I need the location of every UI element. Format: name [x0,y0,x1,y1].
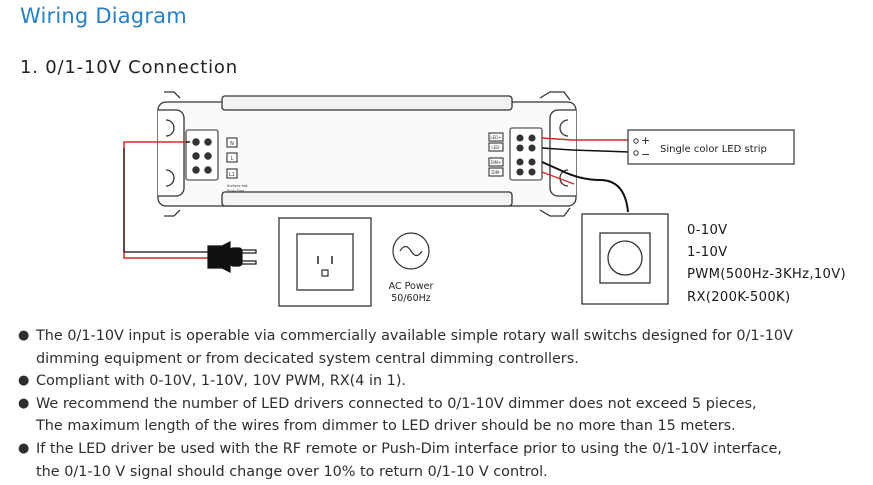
note-line: dimming equipment or from decicated syst… [36,350,579,367]
led-strip-plus: + [641,134,650,147]
note-line: The 0/1-10V input is operable via commer… [36,328,793,344]
signal-type-item: 0-10V [687,223,728,238]
terminal-label-led-plus: LED+ [490,135,501,140]
led-strip-box [627,129,795,165]
right-terminal-block [488,127,543,181]
page-title: Wiring Diagram [20,4,187,28]
note-item: ● The 0/1-10V input is operable via comm… [18,325,858,370]
bullet-icon: ● [18,395,30,411]
signal-type-item: RX(200K-500K) [687,289,791,305]
ac-power-frequency: 50/60Hz [391,293,431,304]
dimmer-signal-types: 0-10V 1-10V PWM(500Hz-3KHz,10V) RX(200K-… [687,220,846,309]
wiring-diagram: N L L1 Surface hot Push-Dim LED+ LED- DI… [123,91,795,307]
note-line: If the LED driver be used with the RF re… [36,440,782,457]
led-output-wires [541,137,631,153]
led-strip-label: Single color LED strip [660,144,767,155]
led-driver [157,91,577,217]
terminal-label-dim-minus: DIM- [491,170,501,175]
note-item: ● Compliant with 0-10V, 1-10V, 10V PWM, … [18,370,858,393]
ac-power-symbol-icon [392,232,430,270]
note-item: ● We recommend the number of LED drivers… [18,393,858,438]
section-heading: 1. 0/1-10V Connection [20,57,238,78]
note-line: We recommend the number of LED drivers c… [36,395,757,412]
left-terminal-block [185,129,238,181]
led-strip-minus: − [641,148,650,161]
bullet-icon: ● [18,373,30,389]
signal-type-item: PWM(500Hz-3KHz,10V) [687,267,846,283]
ac-power-label: AC Power [389,281,434,292]
bullet-icon: ● [18,328,30,343]
bullet-icon: ● [18,440,30,456]
note-line: Compliant with 0-10V, 1-10V, 10V PWM, RX… [36,373,407,390]
note-line: The maximum length of the wires from dim… [36,418,736,435]
terminal-label-l1: L1 [229,172,235,178]
terminal-label-l: L [231,156,234,162]
wall-outlet-icon [278,217,372,307]
terminal-label-led-minus: LED- [491,145,501,150]
dimmer-wires [541,161,629,213]
terminal-label-dim-plus: DIM+ [490,160,501,165]
note-item: ● If the LED driver be used with the RF … [18,438,858,483]
rotary-dimmer-icon [581,213,669,305]
svg-text:Push-Dim: Push-Dim [227,189,245,193]
notes-list: ● The 0/1-10V input is operable via comm… [18,325,858,483]
signal-type-item: 1-10V [687,245,728,261]
note-line: the 0/1-10 V signal should change over 1… [36,463,548,480]
terminal-label-n: N [230,141,234,147]
driver-left-small-text: Surface hot [227,184,248,188]
ac-input-wires [123,141,212,259]
ac-plug-icon [207,241,257,273]
